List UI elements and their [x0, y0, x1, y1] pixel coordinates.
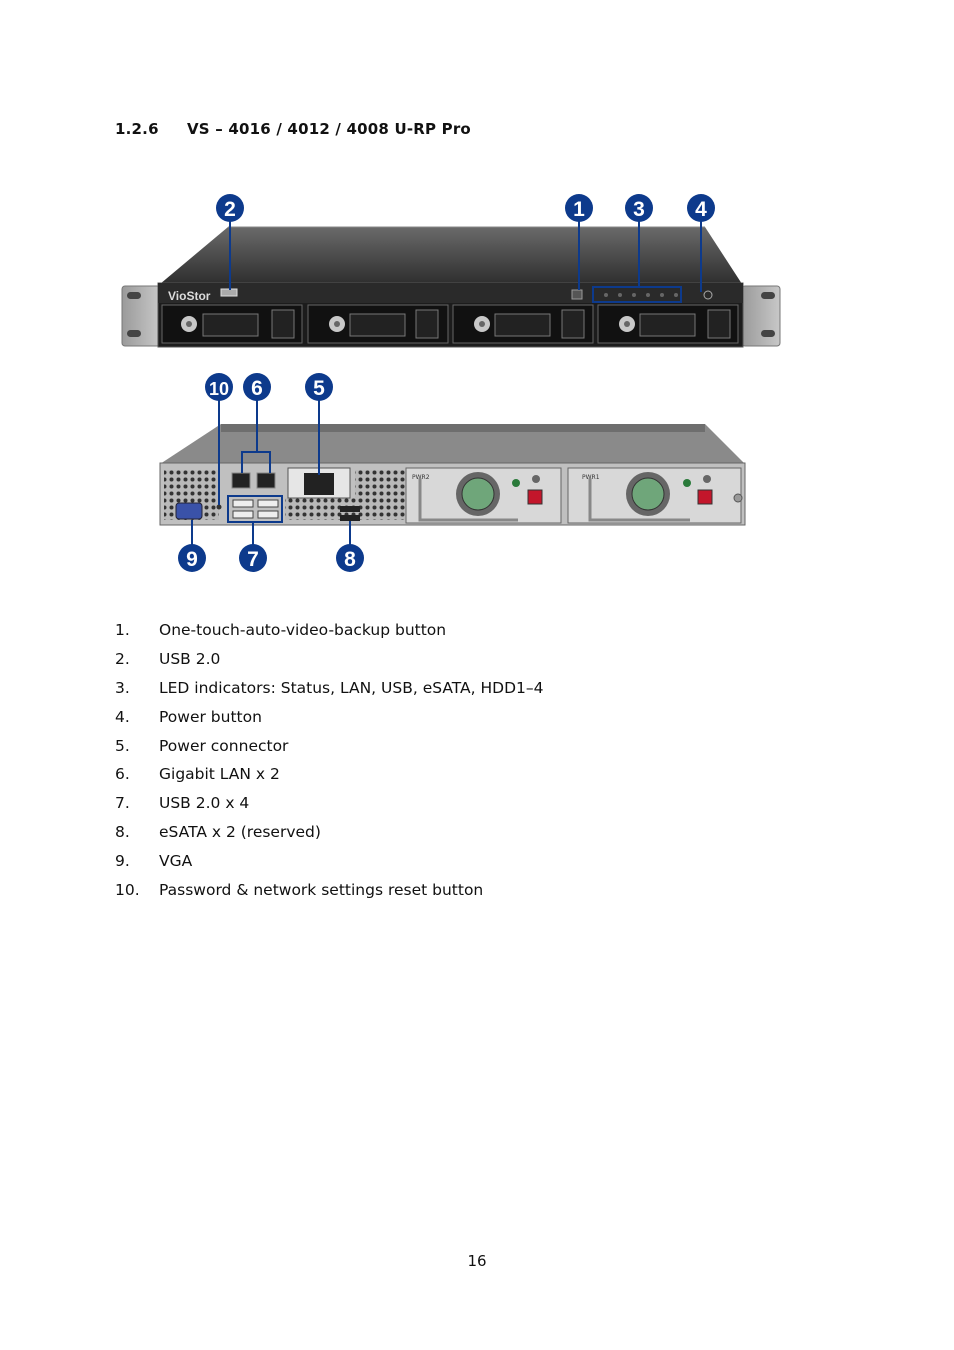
- callout-badge: 6: [251, 377, 263, 400]
- section-title: VS – 4016 / 4012 / 4008 U-RP Pro: [187, 120, 471, 138]
- item-number: 6.: [115, 765, 130, 784]
- psu-label: PWR2: [412, 474, 430, 481]
- item-number: 2.: [115, 649, 130, 668]
- front-callouts: 2 1 3 4: [216, 194, 715, 222]
- list-item: 3. LED indicators: Status, LAN, USB, eSAT…: [115, 678, 544, 707]
- item-text: One-touch-auto-video-backup button: [159, 621, 447, 639]
- item-text: VGA: [159, 852, 193, 871]
- list-item: 10. Password & network settings reset but…: [115, 880, 544, 909]
- list-item: 6. Gigabit LAN x 2: [115, 764, 544, 793]
- front-panel-image: VioStor: [121, 226, 781, 348]
- back-panel-image: PWR2 PWR1: [159, 424, 746, 526]
- page-number: 16: [467, 1252, 487, 1270]
- component-legend: 1. One-touch-auto-video-backup button 2. U…: [115, 620, 544, 909]
- item-text: Password & network settings reset button: [159, 881, 484, 900]
- callout-badge: 5: [313, 377, 325, 400]
- item-number: 7.: [115, 794, 130, 813]
- list-item: 8. eSATA x 2 (reserved): [115, 822, 544, 851]
- callout-badge: 7: [247, 548, 259, 571]
- callout-badge: 10: [209, 379, 229, 399]
- item-number: 9.: [115, 852, 130, 871]
- item-text: USB 2.0: [159, 649, 221, 668]
- callout-badge: 8: [344, 548, 356, 571]
- item-number: 4.: [115, 707, 130, 726]
- item-number: 10.: [115, 881, 140, 900]
- callout-badge: 1: [573, 198, 585, 221]
- item-number: 1.: [115, 621, 130, 639]
- item-text: LED indicators: Status, LAN, USB, eSATA,…: [159, 678, 544, 697]
- list-item: 2. USB 2.0: [115, 649, 544, 678]
- section-heading: 1.2.6 VS – 4016 / 4012 / 4008 U-RP Pro: [115, 120, 471, 138]
- list-item: 5. Power connector: [115, 736, 544, 765]
- callout-badge: 4: [695, 198, 707, 221]
- psu-label: PWR1: [582, 474, 600, 481]
- front-brand-label: VioStor: [168, 289, 211, 303]
- section-number: 1.2.6: [115, 120, 159, 138]
- callout-badge: 9: [186, 548, 198, 571]
- list-item: 1. One-touch-auto-video-backup button: [115, 620, 544, 649]
- list-item: 4. Power button: [115, 707, 544, 736]
- list-item: 7. USB 2.0 x 4: [115, 793, 544, 822]
- item-number: 8.: [115, 823, 130, 842]
- back-callouts: 10 6 5 9 7 8: [178, 373, 364, 572]
- item-text: USB 2.0 x 4: [159, 794, 250, 813]
- item-text: Gigabit LAN x 2: [159, 765, 280, 784]
- item-text: eSATA x 2 (reserved): [159, 823, 321, 842]
- item-number: 3.: [115, 678, 130, 697]
- callout-badge: 3: [633, 198, 645, 221]
- item-text: Power connector: [159, 736, 289, 755]
- item-number: 5.: [115, 736, 130, 755]
- callout-badge: 2: [224, 198, 236, 221]
- item-text: Power button: [159, 707, 262, 726]
- product-figure: VioStor: [121, 194, 781, 572]
- list-item: 9. VGA: [115, 851, 544, 880]
